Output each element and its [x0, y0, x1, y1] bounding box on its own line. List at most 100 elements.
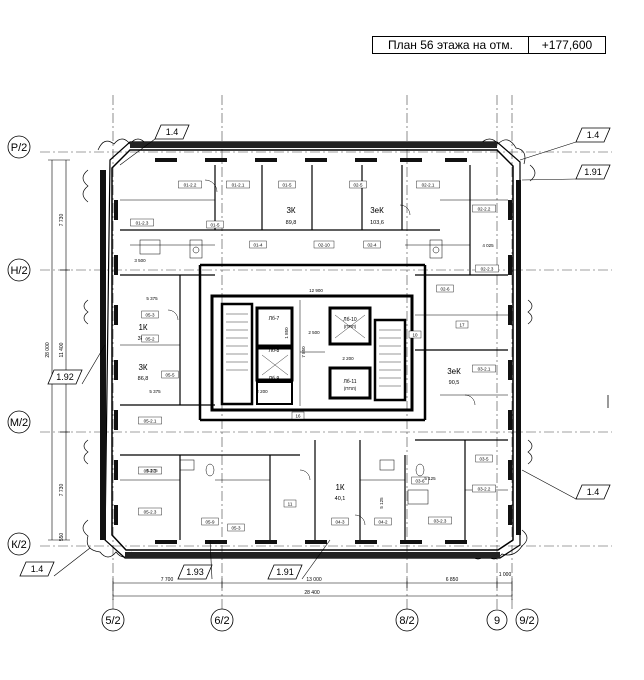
room-type-label: 1К — [138, 323, 147, 332]
dim-text: 6 850 — [446, 577, 459, 583]
callout-flag: 1.4 — [519, 127, 611, 161]
room-tag-box — [161, 370, 179, 379]
room-tag-text: 01-2.2 — [184, 183, 197, 188]
room-tag-text: 02-2.1 — [422, 183, 435, 188]
plan-elevation: +177,600 — [529, 36, 606, 54]
room-tag: 03-2.1 — [472, 364, 496, 373]
room-labels: 3К 89,8 3еК 103,6 1К 38,9 3К 86,8 3еК 90… — [138, 206, 461, 502]
grid-row-label: Н/2 — [10, 265, 27, 277]
room-tag-box — [363, 240, 381, 249]
room-tag: 16 — [291, 411, 305, 420]
room-tag: 02-5 — [349, 180, 367, 189]
dimension-lines — [48, 159, 513, 600]
room-tag: 01-5 — [278, 180, 296, 189]
room-tag: 02-2.1 — [416, 180, 440, 189]
room-tag-box — [141, 310, 159, 319]
callout-text: 1.4 — [31, 564, 44, 574]
room-tag: 04-3 — [331, 517, 349, 526]
room-tag-text: 01-4 — [253, 243, 263, 248]
room-tag-text: 02-5 — [353, 183, 363, 188]
room-area: 86,8 — [138, 376, 149, 382]
inner-dim-text: 3 500 — [134, 258, 146, 263]
callout-leader — [519, 141, 577, 161]
inner-dim-text: 5 375 — [149, 389, 161, 394]
room-tag: 05-3 — [227, 523, 245, 532]
room-tag: 02-4 — [363, 240, 381, 249]
room-tag-text: 02-2.3 — [481, 267, 494, 272]
room-tag-text: 10 — [412, 333, 418, 338]
callout-flag: 1.4 — [119, 124, 190, 166]
room-tag-text: 05-2.1 — [144, 419, 157, 424]
room-area: 103,6 — [370, 220, 384, 226]
dim-text: 7 730 — [59, 484, 65, 497]
building-core — [210, 294, 414, 412]
room-tag-box — [249, 240, 267, 249]
inner-dim-text: 12 900 — [309, 288, 323, 293]
callout-text: 1.92 — [56, 372, 74, 382]
exterior-walls — [100, 141, 521, 559]
interior-walls — [120, 165, 508, 540]
dimension-texts: 7 730 11 400 7 730 550 28 000 7 700 13 0… — [45, 214, 511, 596]
room-tag: 11 — [283, 499, 297, 508]
lift-label: Лб-10 — [343, 317, 357, 323]
room-tag: 01-2.1 — [226, 180, 250, 189]
room-tag-box — [472, 204, 496, 213]
room-tag-box — [278, 180, 296, 189]
room-type-label: 3еК — [447, 367, 461, 376]
room-tag-box — [331, 517, 349, 526]
callout-leader — [521, 469, 577, 500]
room-tag-box — [436, 284, 454, 293]
callout-flag: 1.4 — [19, 547, 91, 577]
callout-leader — [209, 539, 213, 580]
room-tag-text: 05-3 — [145, 313, 155, 318]
plan-title: План 56 этажа на отм. — [372, 36, 529, 54]
inner-dim-text: 2 500 — [308, 330, 320, 335]
dim-text: 28 000 — [45, 342, 51, 358]
room-tag: 05-2 — [141, 334, 159, 343]
room-tag-text: 02-2.2 — [478, 207, 491, 212]
room-tag-text: 16 — [295, 414, 301, 419]
room-tag-box — [428, 516, 452, 525]
room-tag: 02-6 — [436, 284, 454, 293]
callout-text: 1.93 — [186, 567, 204, 577]
room-tag-text: 02-4 — [367, 243, 377, 248]
room-tag: 02-2.3 — [475, 264, 499, 273]
fixtures — [139, 179, 476, 526]
dim-text: 11 400 — [59, 342, 65, 357]
callout-leader — [81, 344, 106, 385]
room-tag-box — [138, 466, 162, 475]
room-tag-box — [416, 180, 440, 189]
room-tag: 05-9 — [201, 517, 219, 526]
inner-dim-text: 2 200 — [342, 356, 354, 361]
room-tag: 03-2.3 — [428, 516, 452, 525]
room-tag-box — [226, 180, 250, 189]
callout-box — [575, 127, 611, 143]
room-tag-text: 05-9 — [205, 520, 215, 525]
room-tag: 05-2.2 — [138, 466, 162, 475]
grid-col-labels: 5/2 6/2 8/2 9 9/2 — [101, 608, 539, 632]
inner-dim-text: 1 850 — [284, 327, 289, 339]
callout-box — [575, 484, 611, 500]
room-tag-box — [201, 517, 219, 526]
inner-dim-text: 5 375 — [146, 296, 158, 301]
lift-label-sub: (ППЛ) — [344, 324, 357, 329]
room-tag-box — [178, 180, 202, 189]
room-tag: 05-2.3 — [138, 507, 162, 516]
room-tag: 02-2.2 — [472, 204, 496, 213]
room-tag: 01-2.2 — [178, 180, 202, 189]
callout-leader — [521, 178, 577, 181]
callout-flag: 1.4 — [521, 469, 611, 500]
callout-flag: 1.93 — [177, 539, 213, 580]
room-tag-box — [475, 454, 493, 463]
room-tag-text: 04-3 — [335, 520, 345, 525]
callout-leader — [119, 138, 156, 166]
dim-text: 28 400 — [304, 590, 320, 596]
room-tag-box — [313, 240, 335, 249]
room-tag-box — [411, 476, 429, 485]
room-tag-box — [374, 517, 392, 526]
callout-text: 1.91 — [276, 567, 294, 577]
room-tag-text: 03-6 — [415, 479, 425, 484]
